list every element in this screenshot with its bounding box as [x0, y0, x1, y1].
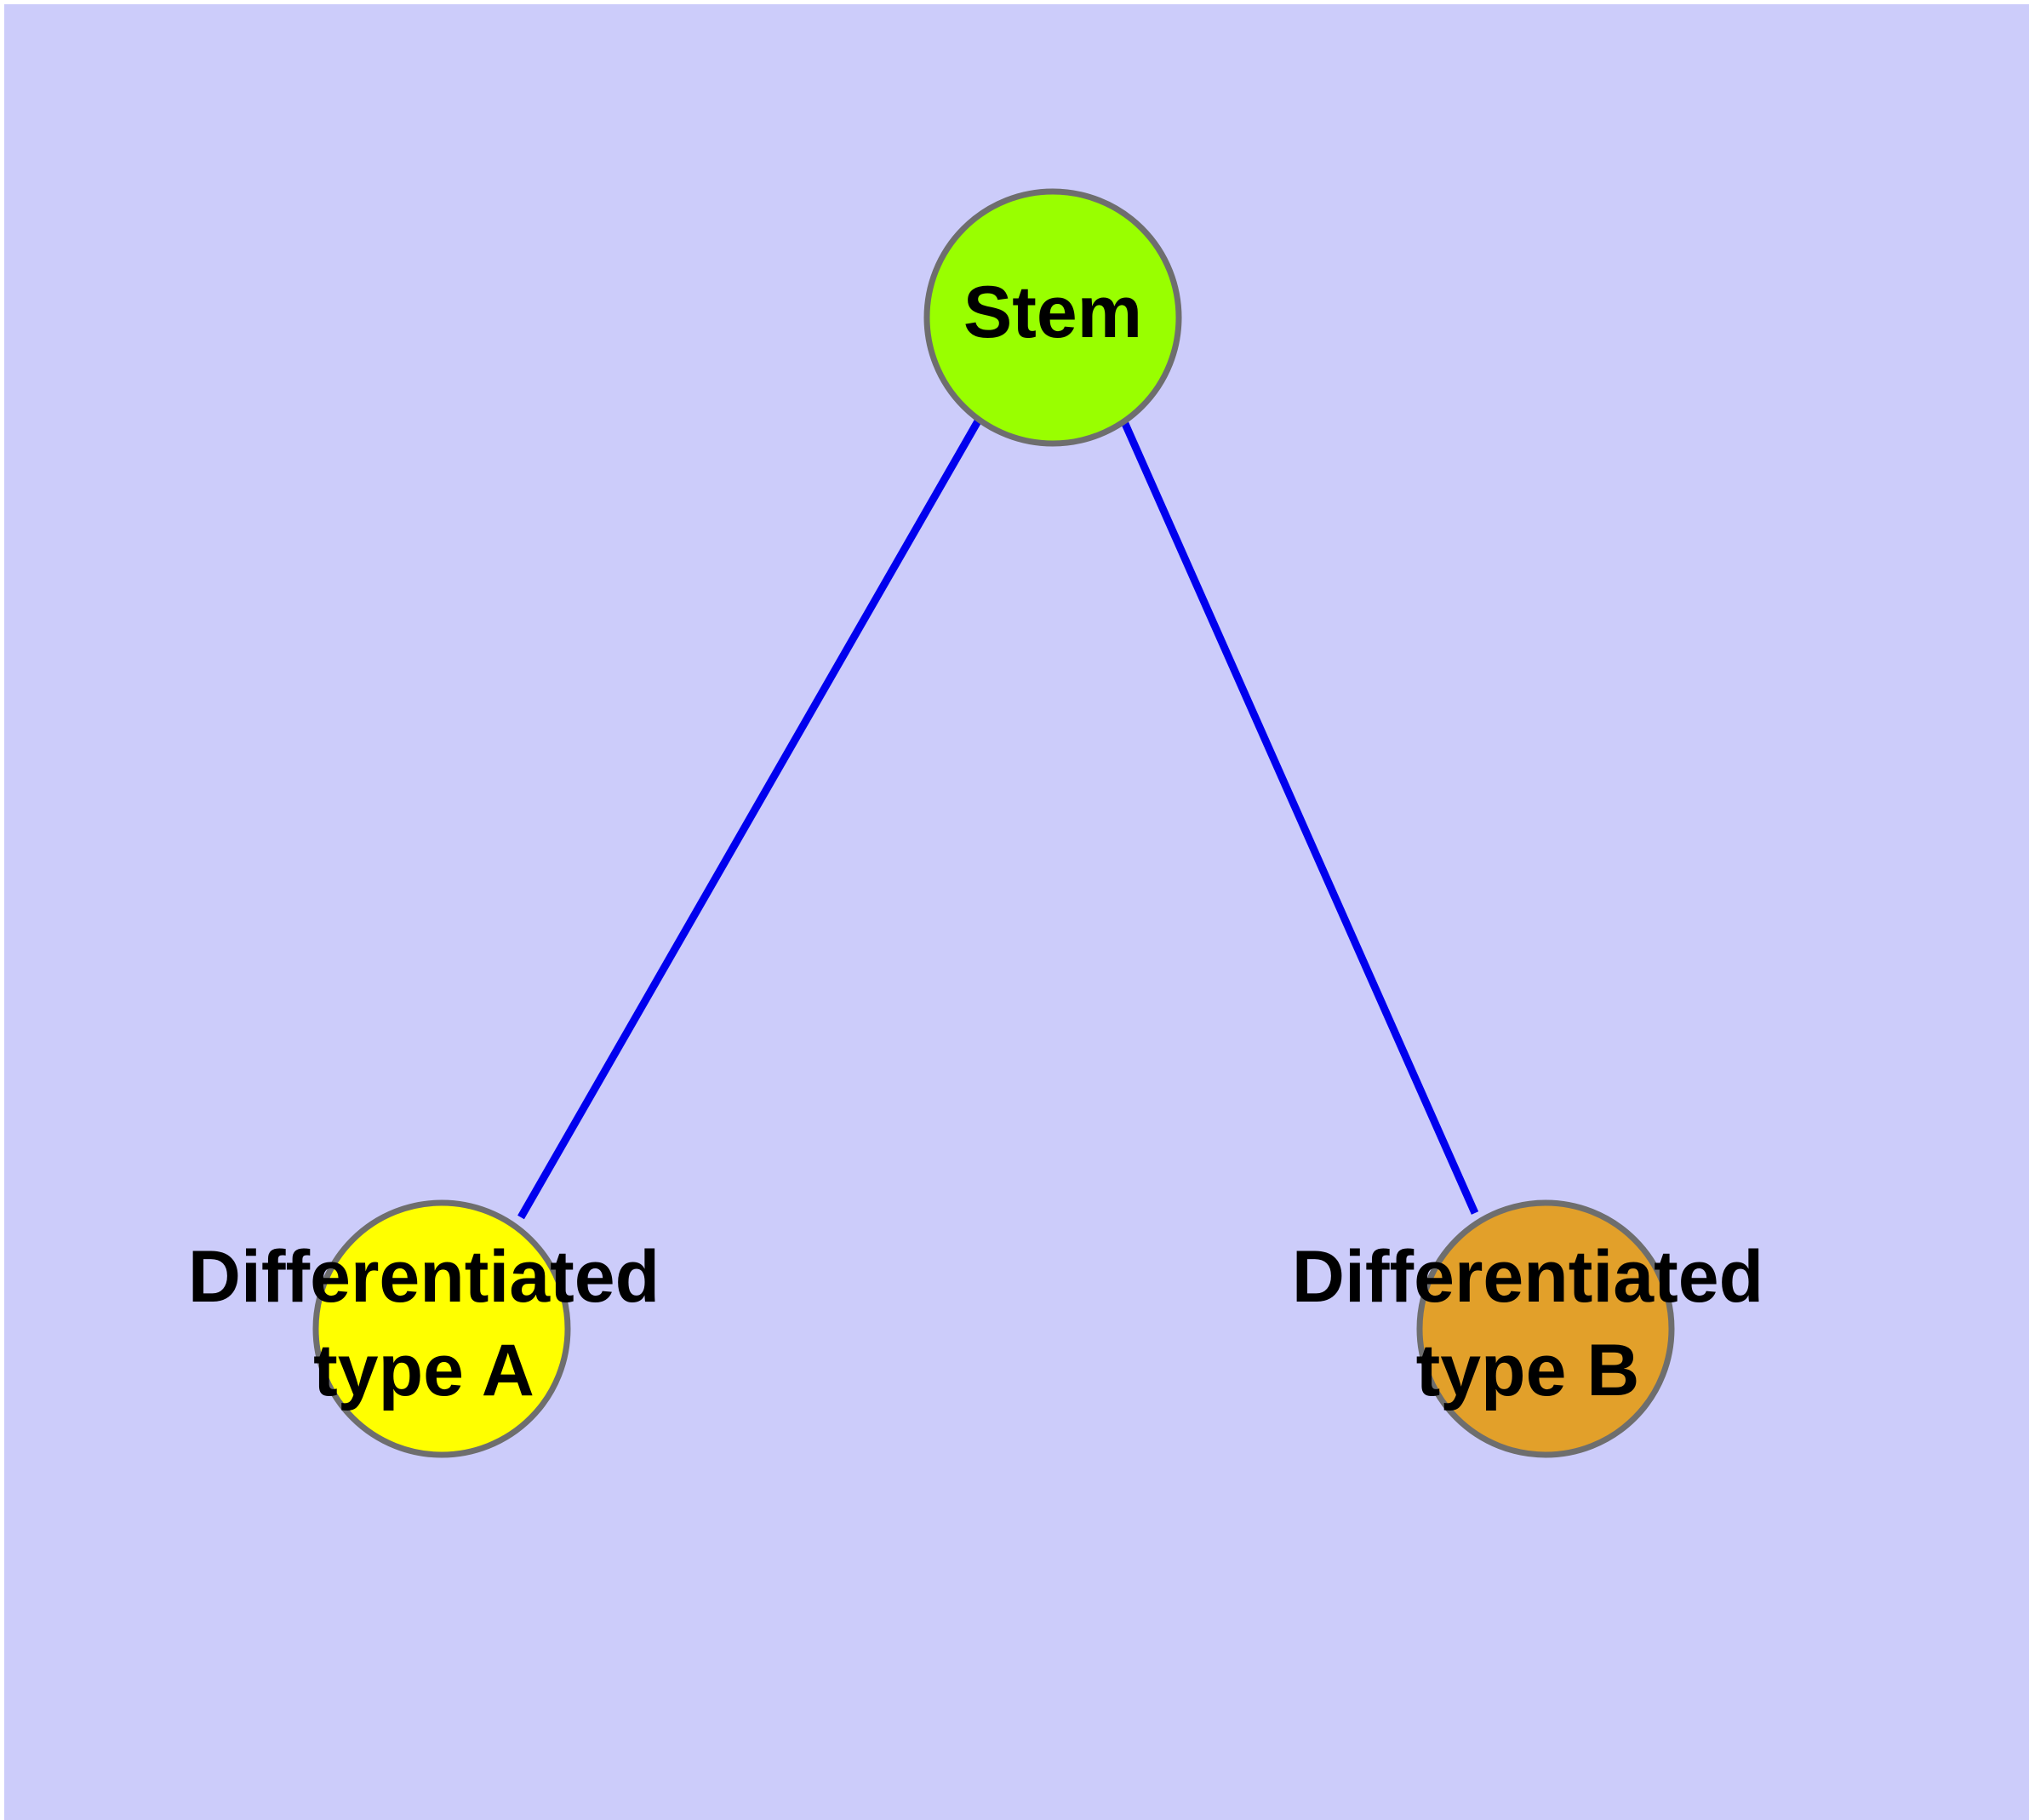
node-diff_b[interactable]: [1416, 1199, 1675, 1458]
node-label-line: Differentiated: [1292, 1236, 1763, 1318]
edges-layer: [517, 416, 1479, 1220]
node-stem[interactable]: [923, 188, 1182, 447]
node-label-line: type A: [313, 1330, 534, 1411]
edge-stem-to-diff-b[interactable]: [1118, 416, 1479, 1215]
node-label-line: type B: [1416, 1330, 1640, 1411]
node-label-diff_b: Differentiated type B: [1292, 1236, 1763, 1411]
node-diff_a[interactable]: [312, 1199, 571, 1458]
node-label-line: Stem: [963, 272, 1142, 353]
node-label-stem: Stem: [963, 272, 1142, 353]
nodes-layer: [312, 188, 1675, 1458]
edge-stem-to-diff-a[interactable]: [517, 417, 982, 1220]
node-label-line: Differentiated: [188, 1236, 660, 1318]
node-label-diff_a: Differentiated type A: [188, 1236, 660, 1411]
